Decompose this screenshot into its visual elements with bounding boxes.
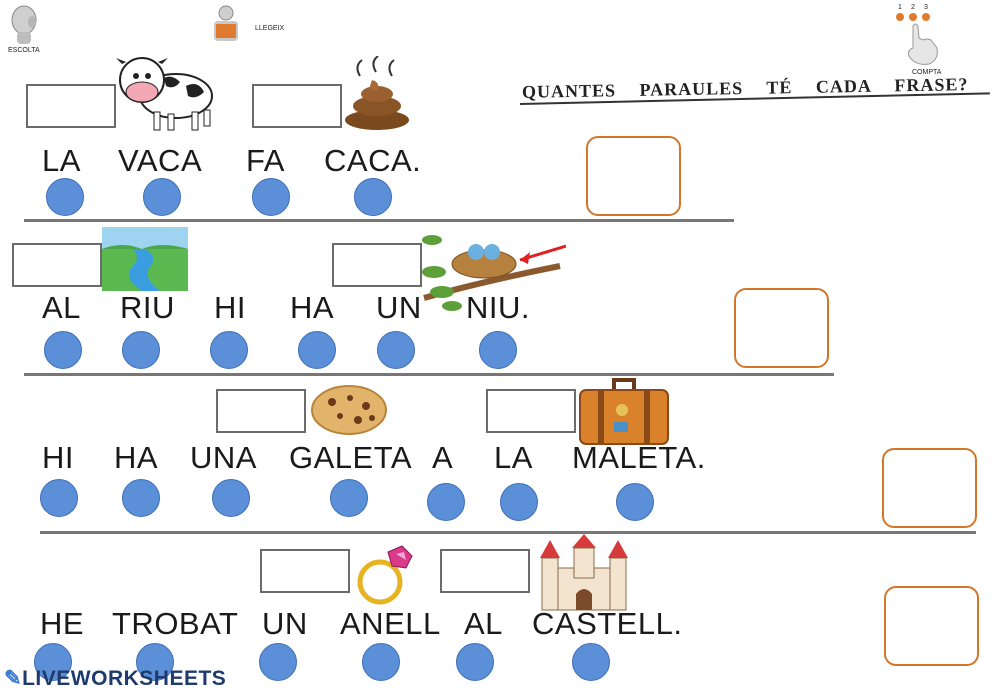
count-label: COMPTA (912, 69, 942, 76)
sentence-word: HI (214, 290, 246, 325)
listen-icon (8, 4, 40, 46)
word-dot[interactable] (479, 331, 517, 369)
answer-box[interactable] (586, 136, 681, 216)
word-dot[interactable] (298, 331, 336, 369)
cow-icon (112, 50, 220, 132)
brand-logo: ✎LIVEWORKSHEETS (4, 666, 226, 691)
sentence-word: LA (494, 440, 533, 475)
answer-box[interactable] (882, 448, 977, 528)
word-count-input[interactable] (332, 243, 422, 287)
sentence-word: UN (262, 606, 308, 641)
sentence-word: HA (114, 440, 159, 475)
sentence-word: NIU. (466, 290, 530, 325)
sentence-word: RIU (120, 290, 175, 325)
word-count-input[interactable] (12, 243, 102, 287)
count-icon (893, 4, 943, 68)
sentence-word: VACA (118, 143, 203, 178)
word-count-input[interactable] (260, 549, 350, 593)
sentence-word: TROBAT (112, 606, 239, 641)
castle-icon (540, 534, 628, 612)
word-dot[interactable] (377, 331, 415, 369)
word-count-input[interactable] (252, 84, 342, 128)
sentence-word: HE (40, 606, 85, 641)
sentence-word: AL (464, 606, 503, 641)
sentence-word: HA (290, 290, 335, 325)
word-dot[interactable] (427, 483, 465, 521)
word-dot[interactable] (354, 178, 392, 216)
count-digit: 3 (924, 4, 928, 11)
sentence-word: FA (246, 143, 285, 178)
count-digit: 1 (898, 4, 902, 11)
word-dot[interactable] (259, 643, 297, 681)
sentence-word: AL (42, 290, 81, 325)
word-dot[interactable] (46, 178, 84, 216)
word-dot[interactable] (212, 479, 250, 517)
brand-mark-icon: ✎ (4, 667, 23, 690)
divider (24, 219, 734, 222)
nest-icon (420, 228, 567, 312)
sentence-word: CACA. (324, 143, 422, 178)
answer-box[interactable] (734, 288, 829, 368)
sentence-word: MALETA. (572, 440, 706, 475)
sentence-word: CASTELL. (532, 606, 683, 641)
word-dot[interactable] (362, 643, 400, 681)
sentence-word: HI (42, 440, 74, 475)
cookie-icon (310, 384, 388, 436)
word-dot[interactable] (44, 331, 82, 369)
word-count-input[interactable] (26, 84, 116, 128)
suitcase-icon (578, 376, 670, 446)
read-label: LLEGEIX (255, 25, 285, 32)
word-dot[interactable] (122, 479, 160, 517)
divider (24, 373, 834, 376)
count-digit: 2 (911, 4, 915, 11)
word-count-input[interactable] (440, 549, 530, 593)
sentence-word: UN (376, 290, 422, 325)
sentence-word: UNA (190, 440, 257, 475)
word-dot[interactable] (616, 483, 654, 521)
word-dot[interactable] (572, 643, 610, 681)
sentence-word: GALETA (289, 440, 413, 475)
word-count-input[interactable] (486, 389, 576, 433)
sentence-word: LA (42, 143, 81, 178)
word-dot[interactable] (34, 643, 72, 681)
ring-icon (354, 542, 416, 606)
read-icon (206, 4, 246, 46)
word-dot[interactable] (122, 331, 160, 369)
sentence-word: A (432, 440, 454, 475)
word-dot[interactable] (456, 643, 494, 681)
word-dot[interactable] (210, 331, 248, 369)
listen-label: ESCOLTA (8, 47, 40, 54)
word-dot[interactable] (143, 178, 181, 216)
word-dot[interactable] (330, 479, 368, 517)
word-dot[interactable] (136, 643, 174, 681)
sentence-word: ANELL (340, 606, 441, 641)
answer-box[interactable] (884, 586, 979, 666)
word-dot[interactable] (500, 483, 538, 521)
word-count-input[interactable] (216, 389, 306, 433)
word-dot[interactable] (40, 479, 78, 517)
poop-icon (342, 55, 412, 132)
divider (40, 531, 976, 534)
word-dot[interactable] (252, 178, 290, 216)
brand-text: LIVEWORKSHEETS (22, 667, 227, 690)
river-icon (102, 227, 188, 291)
